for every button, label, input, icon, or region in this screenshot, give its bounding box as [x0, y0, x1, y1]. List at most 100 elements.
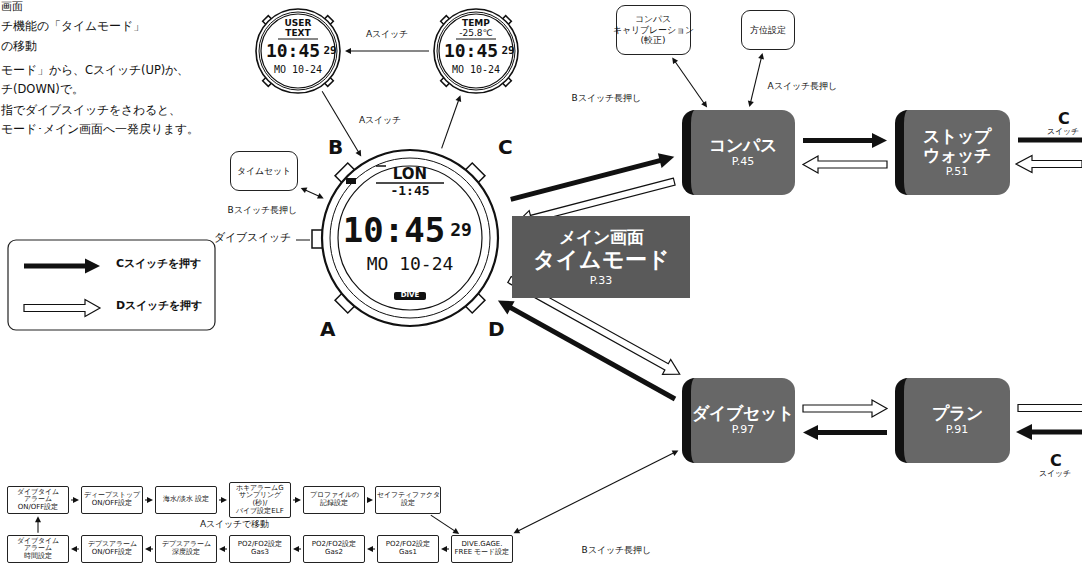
display-text: 29: [322, 45, 338, 57]
switch-label: C: [1058, 110, 1070, 128]
display-text: -25.8℃: [446, 29, 506, 39]
edge-label: Aスイッチ: [357, 115, 403, 126]
setting-box: タイムセット: [230, 151, 298, 191]
connector: [71, 546, 79, 552]
connector: [219, 497, 227, 503]
menu-box: プロファイルの 記録設定: [303, 486, 365, 514]
box-text: コンパス キャリブレーション (較正): [613, 14, 694, 45]
setting-box: コンパス キャリブレーション (較正): [616, 5, 691, 55]
connector: [71, 497, 79, 503]
box-text: メイン画面: [559, 227, 644, 247]
display-text: MO 10-24: [448, 64, 504, 75]
connector: [145, 497, 153, 503]
connector: [293, 546, 301, 552]
connector: [511, 153, 675, 199]
box-text: DIVE.GAGE. FREE モード設定: [454, 541, 510, 556]
box-text: タイムモード: [533, 247, 670, 273]
box-text: P.91: [946, 424, 968, 437]
box-text: 海水/淡水 設定: [163, 496, 210, 504]
connector: [514, 451, 679, 534]
box-text: セイフティファクタ 設定: [377, 492, 440, 507]
leader-line: [296, 240, 310, 241]
box-text: P.33: [590, 274, 612, 287]
connector: [367, 546, 375, 552]
edge-label: Bスイッチ長押し: [225, 205, 298, 216]
box-text: タイムセット: [237, 166, 291, 176]
legend-frame: [8, 240, 215, 330]
box-text: プロファイルの 記録設定: [306, 492, 362, 507]
box-text: ディープストップ ON/OFF設定: [84, 492, 140, 507]
connector: [301, 188, 324, 199]
button-letter: D: [488, 318, 505, 340]
legend-sample: [24, 300, 100, 317]
edge-label: Aスイッチ: [364, 29, 410, 40]
intro-text: モード」から、Cスイッチ(UP)か、: [1, 64, 189, 77]
connector: [672, 58, 707, 108]
button-letter: C: [498, 136, 513, 158]
edge-label: Aスイッチ長押し: [765, 81, 838, 92]
box-text: プラン: [932, 404, 983, 424]
display-text: 10:45: [442, 41, 500, 61]
menu-box: PO2/FO2設定 Gas1: [377, 535, 439, 563]
display-text: USER TEXT: [283, 19, 313, 39]
offpage-arrows: [1016, 140, 1082, 440]
box-text: 方位設定: [750, 25, 786, 35]
menu-box: 海水/淡水 設定: [155, 486, 217, 514]
watch-face: TEMP-25.8℃10:4529MO 10-24: [430, 6, 522, 96]
intro-text: チ機能の「タイムモード」: [1, 20, 145, 33]
display-text: LON: [380, 166, 440, 183]
box-text: ストップ ウォッチ: [904, 127, 1010, 166]
box-text: PO2/FO2設定 Gas3: [232, 541, 288, 556]
intro-text: 指でダイブスイッチをさわると、: [1, 104, 181, 117]
box-text: デプスアラーム ON/OFF設定: [84, 541, 140, 556]
connector: [803, 156, 887, 173]
display-text: 29: [500, 45, 516, 57]
watch-face: LON-1:45 10:4529 MO 10-24DIVE: [310, 138, 510, 338]
legend-sample: [24, 259, 100, 274]
connector: [803, 400, 887, 417]
connector: [803, 425, 887, 440]
box-text: PO2/FO2設定 Gas2: [306, 541, 362, 556]
display-text: -1:45: [378, 184, 442, 198]
menu-box: デプスアラーム 深度設定: [155, 535, 217, 563]
box-text: P.51: [946, 166, 968, 179]
box-text: P.97: [732, 424, 754, 437]
intro-text: モード･メイン画面へ一発戻ります。: [1, 123, 199, 136]
connector: [431, 515, 459, 534]
menu-box: ディープストップ ON/OFF設定: [81, 486, 143, 514]
display-text: 10:45: [264, 41, 322, 61]
switch-label: C: [1050, 452, 1062, 470]
menu-box: セイフティファクタ 設定: [375, 486, 441, 514]
part-name: ダイブスイッチ: [214, 232, 291, 244]
menu-box: デプスアラーム ON/OFF設定: [81, 535, 143, 563]
box-text: P.45: [732, 156, 754, 169]
box-text: PO2/FO2設定 Gas1: [380, 541, 436, 556]
mode-box: プランP.91: [895, 378, 1010, 463]
switch-label: スイッチ: [1039, 470, 1071, 479]
box-text: デプスアラーム 深度設定: [158, 541, 214, 556]
intro-text: チ(DOWN)で。: [1, 83, 84, 96]
display-text: 29: [448, 220, 474, 240]
connector: [35, 516, 41, 532]
legend-text: Cスイッチを押す: [116, 258, 201, 270]
connector: [498, 301, 675, 399]
display-text: 10:45: [342, 212, 446, 249]
menu-box: DIVE.GAGE. FREE モード設定: [451, 535, 513, 563]
button-letter: A: [320, 318, 335, 340]
watch-face: USER TEXT10:4529 MO 10-24: [252, 6, 344, 96]
edge-label: Bスイッチ長押し: [579, 545, 652, 556]
display-text: MO 10-24: [360, 254, 460, 274]
connector: [219, 546, 227, 552]
legend-text: Dスイッチを押す: [116, 300, 202, 312]
intro-text: の移動: [1, 40, 37, 53]
display-text: MO 10-24: [270, 64, 326, 75]
box-text: ホキアラームG サンプリング(秒)/ バイブ設定ELF: [232, 485, 288, 515]
menu-box: PO2/FO2設定 Gas2: [303, 535, 365, 563]
display-text: DIVE: [394, 292, 426, 300]
menu-box: ダイブタイム アラーム 時間設定: [7, 535, 69, 564]
mode-box: コンパスP.45: [682, 110, 795, 195]
box-text: ダイブタイム アラーム 時間設定: [10, 538, 66, 561]
edge-label: Bスイッチ長押し: [569, 93, 642, 104]
